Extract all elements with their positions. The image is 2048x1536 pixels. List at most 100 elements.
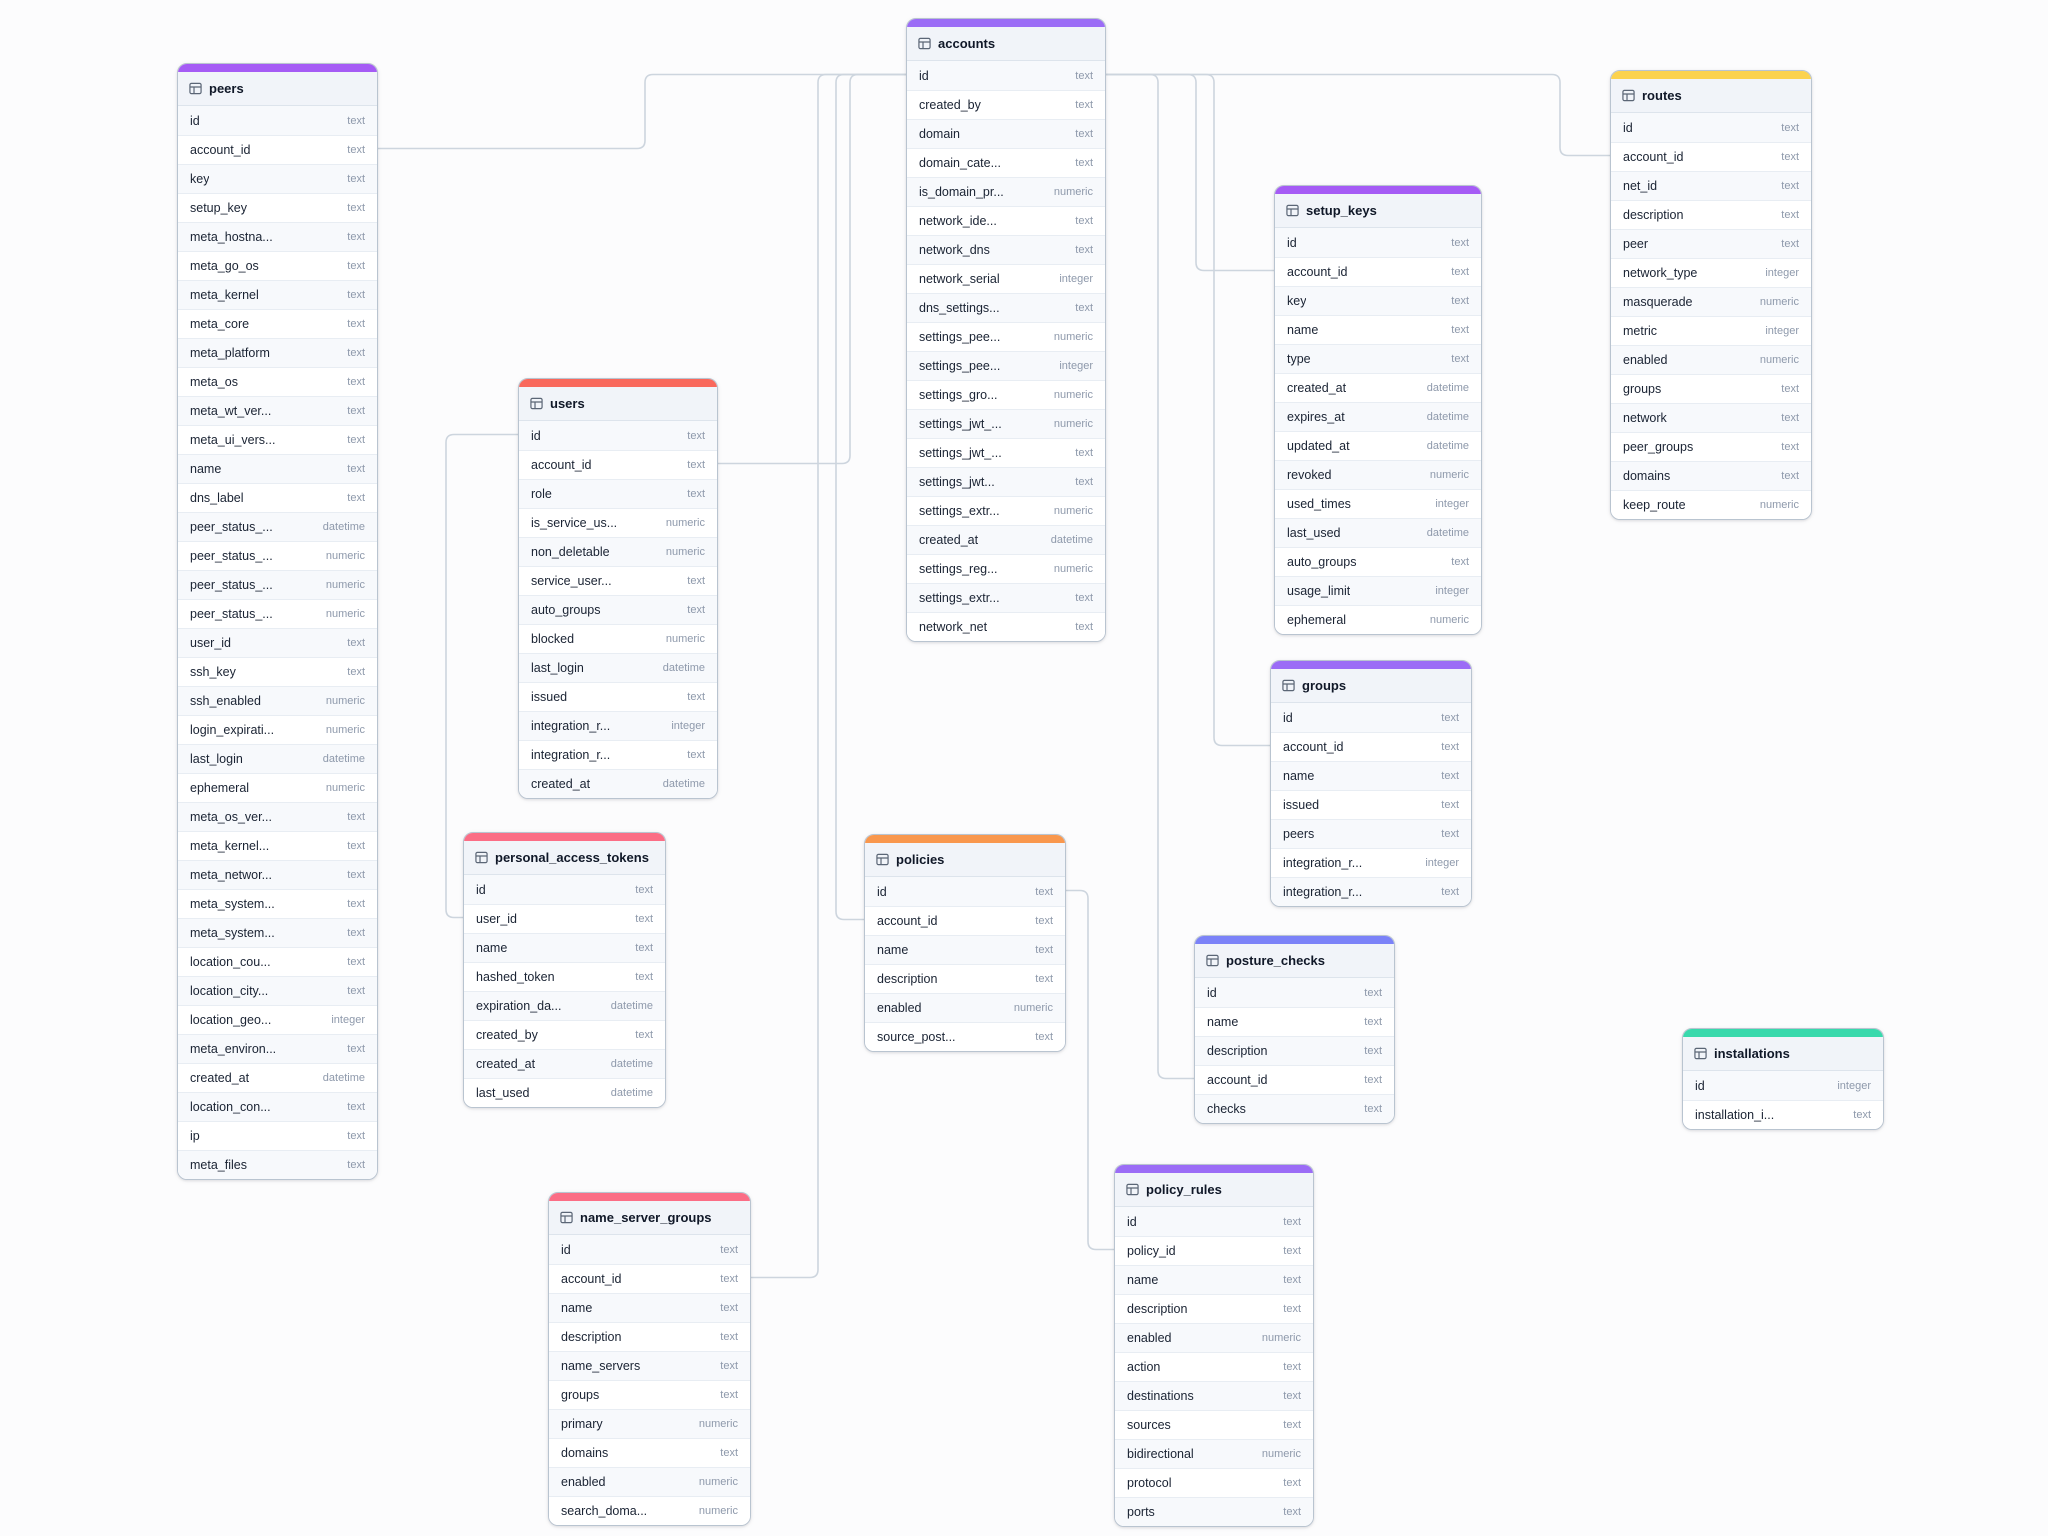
field-row-name_server_groups-domains[interactable]: domains text — [549, 1438, 750, 1467]
field-row-setup_keys-auto_groups[interactable]: auto_groups text — [1275, 547, 1481, 576]
field-row-peers-dns_label[interactable]: dns_label text — [178, 483, 377, 512]
field-row-setup_keys-usage_limit[interactable]: usage_limit integer — [1275, 576, 1481, 605]
field-row-peers-id[interactable]: id text — [178, 106, 377, 135]
field-row-groups-peers[interactable]: peers text — [1271, 819, 1471, 848]
field-row-setup_keys-expires_at[interactable]: expires_at datetime — [1275, 402, 1481, 431]
field-row-peers-meta_kernel[interactable]: meta_kernel text — [178, 280, 377, 309]
field-row-peers-meta_go_os[interactable]: meta_go_os text — [178, 251, 377, 280]
field-row-posture_checks-account_id[interactable]: account_id text — [1195, 1065, 1394, 1094]
field-row-personal_access_tokens-id[interactable]: id text — [464, 875, 665, 904]
table-posture_checks[interactable]: posture_checks id text name text descrip… — [1194, 935, 1395, 1124]
field-row-routes-id[interactable]: id text — [1611, 113, 1811, 142]
field-row-accounts-network_serial[interactable]: network_serial integer — [907, 264, 1105, 293]
field-row-setup_keys-key[interactable]: key text — [1275, 286, 1481, 315]
field-row-peers-ephemeral[interactable]: ephemeral numeric — [178, 773, 377, 802]
field-row-policy_rules-name[interactable]: name text — [1115, 1265, 1313, 1294]
field-row-users-account_id[interactable]: account_id text — [519, 450, 717, 479]
field-row-posture_checks-name[interactable]: name text — [1195, 1007, 1394, 1036]
field-row-routes-keep_route[interactable]: keep_route numeric — [1611, 490, 1811, 519]
field-row-accounts-settings_gro[interactable]: settings_gro... numeric — [907, 380, 1105, 409]
field-row-setup_keys-name[interactable]: name text — [1275, 315, 1481, 344]
field-row-peers-name[interactable]: name text — [178, 454, 377, 483]
field-row-routes-groups[interactable]: groups text — [1611, 374, 1811, 403]
field-row-policy_rules-policy_id[interactable]: policy_id text — [1115, 1236, 1313, 1265]
field-row-accounts-network_dns[interactable]: network_dns text — [907, 235, 1105, 264]
field-row-name_server_groups-enabled[interactable]: enabled numeric — [549, 1467, 750, 1496]
field-row-users-is_service_us[interactable]: is_service_us... numeric — [519, 508, 717, 537]
field-row-policies-enabled[interactable]: enabled numeric — [865, 993, 1065, 1022]
table-policy_rules[interactable]: policy_rules id text policy_id text name… — [1114, 1164, 1314, 1527]
field-row-policies-source_post[interactable]: source_post... text — [865, 1022, 1065, 1051]
field-row-policy_rules-destinations[interactable]: destinations text — [1115, 1381, 1313, 1410]
field-row-policy_rules-action[interactable]: action text — [1115, 1352, 1313, 1381]
field-row-routes-peer_groups[interactable]: peer_groups text — [1611, 432, 1811, 461]
field-row-peers-meta_system[interactable]: meta_system... text — [178, 889, 377, 918]
field-row-accounts-id[interactable]: id text — [907, 61, 1105, 90]
field-row-accounts-settings_pee[interactable]: settings_pee... integer — [907, 351, 1105, 380]
field-row-users-auto_groups[interactable]: auto_groups text — [519, 595, 717, 624]
field-row-peers-peer_status_[interactable]: peer_status_... numeric — [178, 570, 377, 599]
table-header[interactable]: personal_access_tokens — [464, 841, 665, 875]
field-row-peers-ssh_enabled[interactable]: ssh_enabled numeric — [178, 686, 377, 715]
field-row-groups-issued[interactable]: issued text — [1271, 790, 1471, 819]
field-row-users-non_deletable[interactable]: non_deletable numeric — [519, 537, 717, 566]
field-row-personal_access_tokens-last_used[interactable]: last_used datetime — [464, 1078, 665, 1107]
field-row-setup_keys-updated_at[interactable]: updated_at datetime — [1275, 431, 1481, 460]
field-row-groups-account_id[interactable]: account_id text — [1271, 732, 1471, 761]
field-row-accounts-domain_cate[interactable]: domain_cate... text — [907, 148, 1105, 177]
field-row-peers-meta_system[interactable]: meta_system... text — [178, 918, 377, 947]
field-row-users-id[interactable]: id text — [519, 421, 717, 450]
field-row-setup_keys-account_id[interactable]: account_id text — [1275, 257, 1481, 286]
table-header[interactable]: name_server_groups — [549, 1201, 750, 1235]
field-row-posture_checks-checks[interactable]: checks text — [1195, 1094, 1394, 1123]
field-row-peers-meta_kernel[interactable]: meta_kernel... text — [178, 831, 377, 860]
field-row-accounts-created_by[interactable]: created_by text — [907, 90, 1105, 119]
field-row-routes-enabled[interactable]: enabled numeric — [1611, 345, 1811, 374]
field-row-users-integration_r[interactable]: integration_r... integer — [519, 711, 717, 740]
field-row-peers-peer_status_[interactable]: peer_status_... numeric — [178, 599, 377, 628]
table-header[interactable]: peers — [178, 72, 377, 106]
field-row-accounts-settings_jwt_[interactable]: settings_jwt_... numeric — [907, 409, 1105, 438]
field-row-accounts-created_at[interactable]: created_at datetime — [907, 525, 1105, 554]
field-row-groups-id[interactable]: id text — [1271, 703, 1471, 732]
field-row-accounts-settings_extr[interactable]: settings_extr... numeric — [907, 496, 1105, 525]
table-header[interactable]: users — [519, 387, 717, 421]
field-row-peers-location_geo[interactable]: location_geo... integer — [178, 1005, 377, 1034]
field-row-installations-id[interactable]: id integer — [1683, 1071, 1883, 1100]
field-row-users-created_at[interactable]: created_at datetime — [519, 769, 717, 798]
field-row-policy_rules-sources[interactable]: sources text — [1115, 1410, 1313, 1439]
field-row-accounts-dns_settings[interactable]: dns_settings... text — [907, 293, 1105, 322]
field-row-accounts-network_ide[interactable]: network_ide... text — [907, 206, 1105, 235]
field-row-policy_rules-description[interactable]: description text — [1115, 1294, 1313, 1323]
table-header[interactable]: posture_checks — [1195, 944, 1394, 978]
table-routes[interactable]: routes id text account_id text net_id te… — [1610, 70, 1812, 520]
field-row-setup_keys-used_times[interactable]: used_times integer — [1275, 489, 1481, 518]
table-personal_access_tokens[interactable]: personal_access_tokens id text user_id t… — [463, 832, 666, 1108]
field-row-policy_rules-protocol[interactable]: protocol text — [1115, 1468, 1313, 1497]
field-row-accounts-network_net[interactable]: network_net text — [907, 612, 1105, 641]
field-row-groups-integration_r[interactable]: integration_r... text — [1271, 877, 1471, 906]
field-row-policy_rules-bidirectional[interactable]: bidirectional numeric — [1115, 1439, 1313, 1468]
field-row-accounts-settings_reg[interactable]: settings_reg... numeric — [907, 554, 1105, 583]
field-row-posture_checks-id[interactable]: id text — [1195, 978, 1394, 1007]
field-row-peers-meta_networ[interactable]: meta_networ... text — [178, 860, 377, 889]
field-row-policies-account_id[interactable]: account_id text — [865, 906, 1065, 935]
field-row-setup_keys-type[interactable]: type text — [1275, 344, 1481, 373]
field-row-name_server_groups-name[interactable]: name text — [549, 1293, 750, 1322]
table-peers[interactable]: peers id text account_id text key text s… — [177, 63, 378, 1180]
field-row-peers-peer_status_[interactable]: peer_status_... datetime — [178, 512, 377, 541]
field-row-peers-meta_hostna[interactable]: meta_hostna... text — [178, 222, 377, 251]
field-row-peers-meta_os[interactable]: meta_os text — [178, 367, 377, 396]
table-header[interactable]: groups — [1271, 669, 1471, 703]
table-header[interactable]: setup_keys — [1275, 194, 1481, 228]
field-row-accounts-settings_extr[interactable]: settings_extr... text — [907, 583, 1105, 612]
field-row-name_server_groups-primary[interactable]: primary numeric — [549, 1409, 750, 1438]
field-row-setup_keys-last_used[interactable]: last_used datetime — [1275, 518, 1481, 547]
field-row-policy_rules-enabled[interactable]: enabled numeric — [1115, 1323, 1313, 1352]
field-row-accounts-settings_pee[interactable]: settings_pee... numeric — [907, 322, 1105, 351]
field-row-peers-key[interactable]: key text — [178, 164, 377, 193]
field-row-peers-location_cou[interactable]: location_cou... text — [178, 947, 377, 976]
field-row-peers-user_id[interactable]: user_id text — [178, 628, 377, 657]
field-row-users-blocked[interactable]: blocked numeric — [519, 624, 717, 653]
field-row-name_server_groups-id[interactable]: id text — [549, 1235, 750, 1264]
